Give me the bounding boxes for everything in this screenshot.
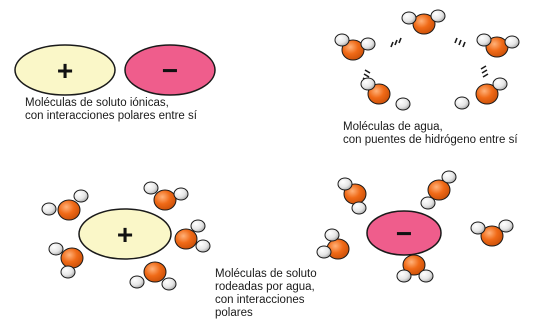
hydrogen-atom [360, 77, 376, 91]
water-molecule [41, 189, 89, 221]
water-molecule [48, 242, 84, 279]
caption-water-line1: Moléculas de agua, [343, 121, 443, 133]
cation-symbol-solvated: + [117, 219, 133, 250]
water-molecule [470, 219, 514, 247]
hydrogen-atom [441, 170, 457, 184]
hydrogen-bonds [362, 37, 489, 82]
hydrogen-atom [60, 265, 76, 279]
cation-symbol: + [57, 55, 73, 86]
water-molecule [454, 77, 508, 110]
anion-solvated: − [366, 210, 442, 256]
caption-solvated-line1: Moléculas de soluto [215, 268, 317, 280]
caption-solvated-line3: con interacciones [215, 294, 305, 306]
cation-top: + [14, 44, 116, 96]
caption-water: Moléculas de agua, con puentes de hidróg… [343, 121, 518, 147]
water-molecule [396, 254, 434, 283]
oxygen-atom [427, 179, 451, 201]
water-molecule [174, 219, 211, 253]
oxygen-atom [341, 39, 365, 61]
hydrogen-atom [48, 242, 64, 256]
hydrogen-atom [195, 239, 211, 253]
hydrogen-atom [190, 219, 206, 233]
hydrogen-atom [420, 196, 436, 210]
oxygen-atom [143, 261, 167, 283]
hydrogen-atom [161, 277, 177, 291]
hydrogen-atom [316, 245, 332, 259]
oxygen-atom [367, 83, 391, 105]
hydrogen-atom [41, 202, 57, 216]
oxygen-atom [412, 13, 436, 35]
hydrogen-atom [504, 35, 520, 49]
caption-water-line2: con puentes de hidrógeno entre sí [343, 134, 518, 146]
cation-solvated: + [78, 208, 172, 260]
oxygen-atom [480, 225, 504, 247]
water-molecule [420, 170, 457, 210]
oxygen-atom [57, 199, 81, 221]
oxygen-atom [402, 254, 426, 276]
oxygen-atom [174, 228, 198, 250]
hydrogen-atom [395, 97, 411, 111]
hydrogen-atom [454, 96, 470, 110]
water-molecule [143, 181, 189, 211]
hydrogen-atom [498, 219, 514, 233]
caption-solvated: Moléculas de soluto rodeadas por agua, c… [215, 268, 317, 320]
hydrogen-atom [401, 11, 417, 25]
hydrogen-atom [143, 181, 159, 195]
oxygen-atom [60, 247, 84, 269]
caption-ionic-line2: con interacciones polares entre sí [25, 110, 197, 122]
caption-solvated-line2: rodeadas por agua, [215, 281, 315, 293]
hydrogen-atom [173, 187, 189, 201]
caption-solvated-line4: polares [215, 307, 253, 319]
oxygen-atom [153, 189, 177, 211]
hydrogen-atom [470, 221, 486, 235]
hydrogen-atom [129, 275, 145, 289]
hydrogen-atom [324, 228, 340, 242]
hydrogen-atom [337, 177, 353, 191]
water-molecule [476, 33, 520, 58]
hydrogen-atom [351, 201, 367, 215]
water-molecule [334, 33, 376, 61]
water-molecule [337, 177, 367, 215]
oxygen-atom [475, 83, 499, 105]
water-molecule [129, 261, 177, 291]
caption-ionic-solute: Moléculas de soluto iónicas, con interac… [25, 97, 197, 123]
hydrogen-atom [396, 269, 412, 283]
anion-symbol-solvated: − [396, 218, 412, 249]
water-molecule [316, 228, 350, 260]
hydrogen-atom [73, 189, 89, 203]
hydrogen-atom [430, 9, 446, 23]
hydrogen-atom [476, 33, 492, 47]
anion-symbol: − [162, 55, 178, 86]
caption-ionic-line1: Moléculas de soluto iónicas, [25, 97, 169, 109]
hydrogen-atom [492, 77, 508, 91]
hydrogen-atom [360, 37, 376, 51]
water-molecules [41, 9, 520, 291]
hydrogen-atom [334, 33, 350, 47]
water-molecule [401, 9, 446, 35]
water-molecule [360, 77, 411, 111]
hydrogen-atom [418, 269, 434, 283]
anion-top: − [124, 44, 216, 96]
